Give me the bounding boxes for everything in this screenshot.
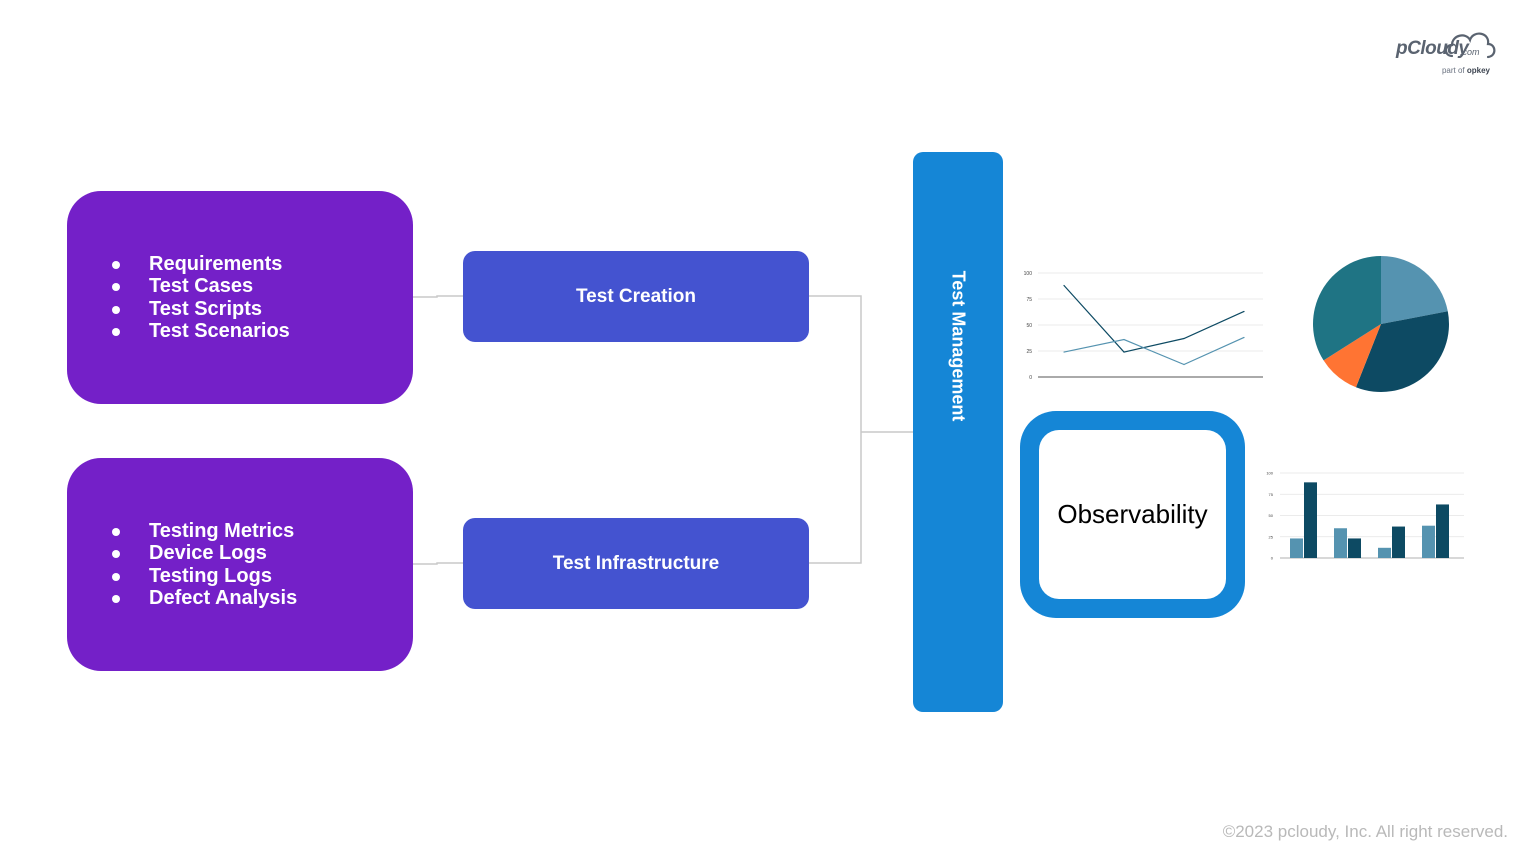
bar — [1348, 538, 1361, 558]
data-point — [1123, 338, 1125, 341]
metrics-list: Testing Metrics Device Logs Testing Logs… — [67, 520, 297, 610]
list-item: Testing Logs — [111, 565, 297, 588]
bar — [1290, 538, 1303, 558]
bar — [1378, 547, 1391, 558]
data-point — [1183, 337, 1185, 340]
bar — [1304, 482, 1317, 558]
tick-label: 75 — [1269, 492, 1274, 497]
tick-label: 25 — [1026, 349, 1032, 355]
pie-slice — [1381, 256, 1448, 324]
tick-label: 100 — [1266, 471, 1273, 476]
list-item: Test Scripts — [112, 298, 290, 321]
requirements-box: Requirements Test Cases Test Scripts Tes… — [67, 191, 413, 404]
bar-chart: 0 25 50 75 100 — [1266, 471, 1464, 561]
logo-tagline: part of opkey — [1442, 66, 1490, 75]
tick-label: 100 — [1024, 271, 1033, 277]
tick-label: 50 — [1269, 513, 1274, 518]
bar — [1422, 525, 1435, 558]
data-point — [1063, 284, 1065, 287]
test-creation-box: Test Creation — [463, 251, 809, 342]
data-point — [1243, 336, 1245, 339]
test-infrastructure-box: Test Infrastructure — [463, 518, 809, 609]
pie-slice — [1323, 324, 1381, 388]
pie-chart — [1313, 256, 1449, 392]
list-item: Test Cases — [112, 275, 290, 298]
list-item: Requirements — [112, 253, 290, 276]
pie-slice — [1313, 256, 1381, 361]
tick-label: 50 — [1026, 323, 1032, 329]
tick-label: 0 — [1271, 556, 1274, 561]
test-management-bar: Test Management — [913, 152, 1003, 712]
metrics-box: Testing Metrics Device Logs Testing Logs… — [67, 458, 413, 671]
list-item: Test Scenarios — [112, 320, 290, 342]
logo-brand: pCloudy — [1396, 38, 1469, 59]
series-line — [1063, 285, 1245, 353]
copyright-text: ©2023 pcloudy, Inc. All right reserved. — [1222, 822, 1508, 841]
test-management-label: Test Management — [948, 270, 969, 422]
tick-label: 0 — [1029, 375, 1032, 381]
observability-label: Observability — [1039, 430, 1226, 599]
bar — [1334, 528, 1347, 558]
data-point — [1063, 351, 1065, 353]
logo-tagline-brand: opkey — [1466, 66, 1490, 75]
data-point — [1183, 363, 1185, 366]
list-item: Device Logs — [111, 542, 297, 565]
bar — [1436, 504, 1449, 558]
logo-tagline-prefix: part of — [1441, 66, 1465, 75]
bar — [1392, 526, 1405, 558]
list-item: Testing Metrics — [111, 520, 297, 543]
data-point — [1123, 351, 1125, 353]
data-point — [1243, 310, 1245, 313]
pcloudy-logo: pCloudy .com part of opkey — [1392, 26, 1504, 78]
observability-box: Observability — [1020, 411, 1245, 618]
logo-domain: .com — [1460, 47, 1480, 57]
requirements-list: Requirements Test Cases Test Scripts Tes… — [67, 253, 290, 343]
line-chart: 0 25 50 75 100 — [1024, 271, 1263, 381]
series-line — [1063, 336, 1245, 366]
list-item: Defect Analysis — [111, 587, 298, 609]
tick-label: 25 — [1269, 534, 1274, 539]
tick-label: 75 — [1026, 297, 1032, 303]
pie-slice — [1355, 311, 1449, 392]
cloud-icon — [1444, 32, 1496, 59]
